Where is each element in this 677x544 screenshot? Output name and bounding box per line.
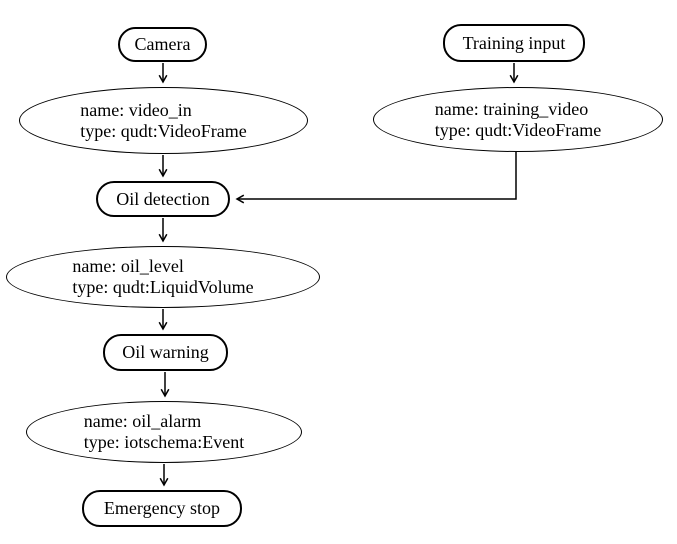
- oil-level-type-line: type: qudt:LiquidVolume: [72, 277, 254, 297]
- video-in-name-line: name: video_in: [80, 99, 192, 120]
- video-in-type-line: type: qudt:VideoFrame: [80, 120, 247, 141]
- ellipse-oil-level: name: oil_level type: qudt:LiquidVolume: [6, 246, 320, 308]
- oil-alarm-type-line: type: iotschema:Event: [83, 432, 245, 452]
- node-emergency-stop-label: Emergency stop: [103, 498, 221, 518]
- ellipse-training-video-text: name: training_video type: qudt:VideoFra…: [435, 99, 601, 141]
- node-oil-warning: Oil warning: [103, 334, 228, 371]
- ellipse-oil-alarm-text: name: oil_alarm type: iotschema:Event: [84, 411, 244, 453]
- node-camera-label: Camera: [134, 34, 191, 54]
- node-camera: Camera: [118, 27, 207, 62]
- ellipse-oil-level-text: name: oil_level type: qudt:LiquidVolume: [72, 256, 253, 298]
- node-training-input: Training input: [443, 24, 585, 62]
- edge-training-video-to-oil-detection: [235, 152, 517, 204]
- ellipse-video-in: name: video_in type: qudt:VideoFrame: [19, 87, 308, 154]
- ellipse-training-video: name: training_video type: qudt:VideoFra…: [373, 87, 663, 152]
- training-video-name-line: name: training_video: [434, 98, 589, 119]
- node-oil-detection: Oil detection: [96, 181, 230, 217]
- node-emergency-stop: Emergency stop: [82, 490, 242, 527]
- training-video-type-line: type: qudt:VideoFrame: [434, 119, 602, 140]
- oil-level-name-line: name: oil_level: [72, 256, 184, 276]
- oil-alarm-name-line: name: oil_alarm: [83, 411, 202, 431]
- ellipse-video-in-text: name: video_in type: qudt:VideoFrame: [80, 100, 246, 142]
- ellipse-oil-alarm: name: oil_alarm type: iotschema:Event: [26, 401, 302, 463]
- node-oil-warning-label: Oil warning: [122, 342, 209, 362]
- node-training-input-label: Training input: [462, 32, 566, 53]
- node-oil-detection-label: Oil detection: [116, 188, 210, 209]
